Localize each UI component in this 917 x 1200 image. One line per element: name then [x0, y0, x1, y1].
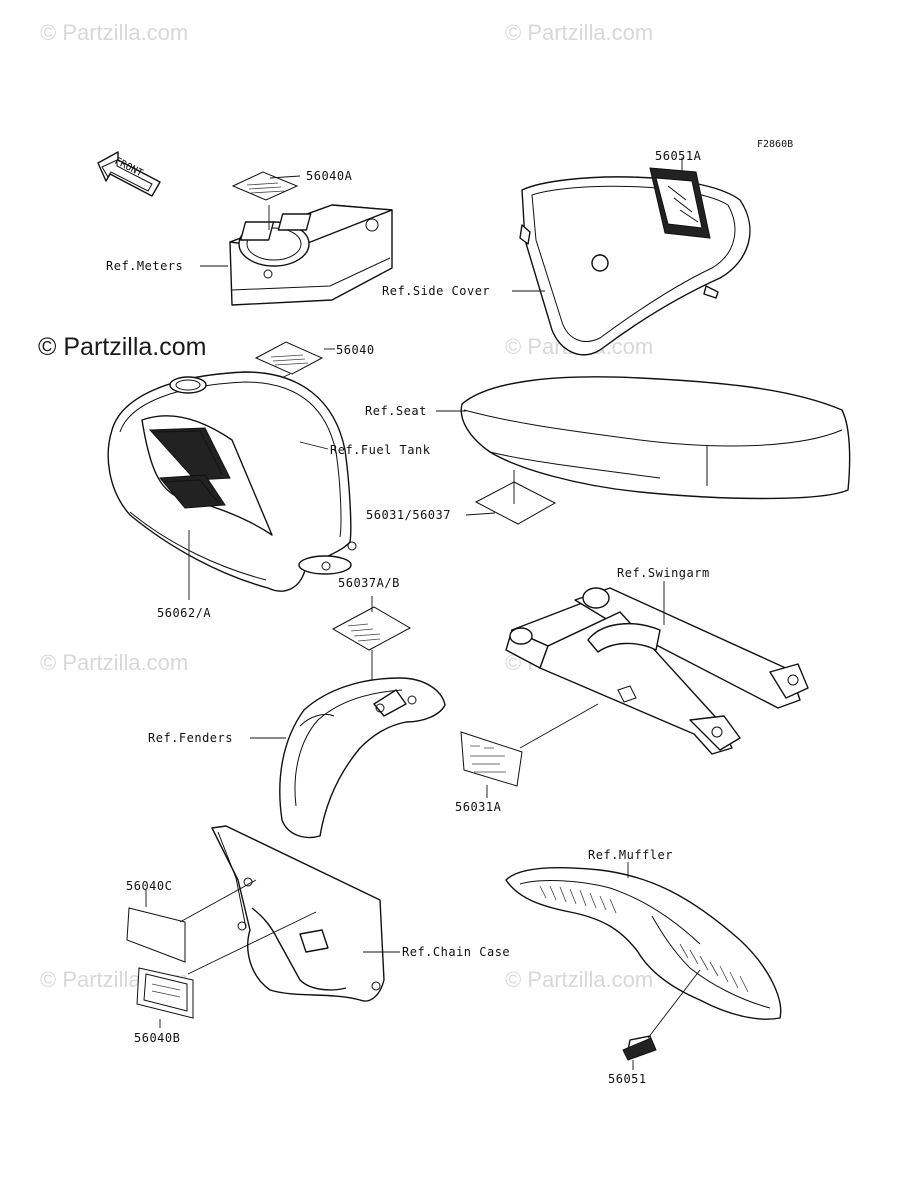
- label-56040C: 56040C: [126, 879, 172, 893]
- label-56037AB: 56037A/B: [338, 576, 400, 590]
- decal-56040: [254, 341, 324, 375]
- meters-part: [229, 171, 393, 306]
- seat-part: [436, 376, 851, 525]
- label-56051A: 56051A: [655, 149, 702, 163]
- decal-56040B: [136, 967, 194, 1019]
- fuel-tank-part: [107, 341, 357, 600]
- label-ref-side-cover: Ref.Side Cover: [382, 284, 490, 298]
- decal-56040A: [231, 171, 299, 201]
- watermark-top-right: © Partzilla.com: [505, 20, 653, 45]
- label-ref-muffler: Ref.Muffler: [588, 848, 673, 862]
- label-ref-seat: Ref.Seat: [365, 404, 427, 418]
- muffler-part: [505, 862, 782, 1070]
- label-56040: 56040: [336, 343, 375, 357]
- label-56031A: 56031A: [455, 800, 502, 814]
- chain-case-decals: [126, 879, 317, 1028]
- label-ref-meters: Ref.Meters: [106, 259, 183, 273]
- decal-56037AB: [331, 606, 412, 651]
- swingarm-part: [505, 581, 809, 755]
- front-arrow-icon: FRONT: [97, 151, 161, 197]
- watermark-bottom-right: © Partzilla.com: [505, 967, 653, 992]
- drawing-code: F2860B: [757, 139, 793, 150]
- label-ref-swingarm: Ref.Swingarm: [617, 566, 710, 580]
- chain-case-part: [211, 825, 400, 1002]
- watermark-mid-left: © Partzilla.com: [40, 650, 188, 675]
- fender-part: [250, 596, 446, 839]
- label-56040A: 56040A: [306, 169, 353, 183]
- label-56051: 56051: [608, 1072, 647, 1086]
- label-56062A: 56062/A: [157, 606, 211, 620]
- label-ref-fenders: Ref.Fenders: [148, 731, 233, 745]
- label-ref-fuel-tank: Ref.Fuel Tank: [330, 443, 431, 457]
- decal-56040C: [126, 907, 186, 963]
- watermark-top-left: © Partzilla.com: [40, 20, 188, 45]
- swingarm-decal-part: [460, 703, 599, 798]
- decal-56031-56037: [474, 481, 557, 525]
- label-56040B: 56040B: [134, 1031, 180, 1045]
- decal-56031A: [460, 731, 523, 787]
- label-ref-chain-case: Ref.Chain Case: [402, 945, 510, 959]
- side-cover-part: [512, 157, 751, 356]
- label-56031-56037: 56031/56037: [366, 508, 451, 522]
- decal-56051: [622, 1037, 657, 1061]
- brand-watermark: © Partzilla.com: [38, 333, 206, 361]
